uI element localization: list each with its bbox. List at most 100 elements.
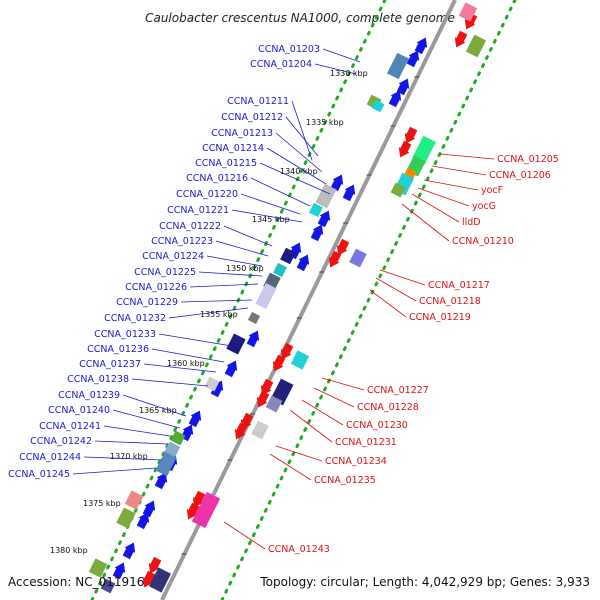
reverse-gene-block: [349, 248, 367, 268]
gene-label-forward: CCNA_01215: [195, 158, 257, 169]
leader-line: [240, 193, 301, 215]
leader-line: [314, 63, 357, 75]
kbp-tick-label: 1375 kbp: [83, 499, 121, 508]
forward-gene-arrow: [142, 500, 156, 518]
forward-gene-block: [88, 558, 108, 578]
leader-line: [375, 277, 417, 302]
leader-line: [122, 394, 187, 417]
gene-label-reverse: CCNA_01218: [419, 296, 481, 307]
gene-label-forward: CCNA_01203: [258, 44, 320, 55]
map-title: Caulobacter crescentus NA1000, complete …: [145, 11, 455, 25]
reverse-gene-arrow: [260, 378, 274, 396]
gene-label-reverse: yocF: [481, 185, 503, 196]
leader-line: [131, 378, 209, 387]
gene-label-reverse: yocG: [472, 201, 496, 212]
gene-label-reverse: CCNA_01219: [409, 312, 471, 323]
gene-label-forward: CCNA_01225: [134, 267, 196, 278]
forward-gene-arrow: [224, 360, 238, 378]
gene-label-forward: CCNA_01238: [67, 374, 129, 385]
reverse-gene-arrow: [272, 354, 286, 372]
forward-gene-arrow: [246, 330, 260, 348]
gene-label-reverse: CCNA_01230: [346, 420, 408, 431]
forward-gene-block: [100, 578, 116, 594]
reverse-gene-block: [251, 420, 269, 440]
forward-gene-block: [155, 451, 177, 477]
forward-gene-arrow: [154, 472, 168, 490]
leader-line: [423, 179, 479, 191]
gene-label-forward: CCNA_01204: [250, 59, 312, 70]
reverse-gene-arrow: [280, 342, 294, 360]
reverse-gene-block: [191, 491, 221, 529]
gene-label-forward: CCNA_01236: [87, 344, 149, 355]
gene-label-reverse: CCNA_01206: [489, 170, 551, 181]
gene-label-forward: CCNA_01242: [30, 436, 92, 447]
label-leaders: [72, 48, 495, 550]
leader-line: [266, 147, 327, 185]
leader-line: [285, 116, 319, 157]
kbp-tick-label: 1355 kbp: [200, 310, 238, 319]
leader-line: [143, 363, 217, 373]
reverse-gene-arrow: [404, 126, 418, 144]
leader-line: [321, 377, 365, 391]
leader-line: [417, 187, 470, 207]
forward-gene-block: [170, 430, 186, 446]
reverse-gene-arrow: [336, 238, 350, 256]
leader-line: [369, 289, 407, 318]
reverse-gene-arrow: [192, 490, 206, 508]
gene-features: [88, 2, 487, 594]
reverse-gene-arrow: [464, 12, 478, 30]
reverse-gene-block: [149, 567, 171, 593]
leader-line: [301, 399, 344, 426]
leader-line: [313, 387, 355, 408]
leader-line: [223, 225, 273, 247]
forward-gene-block: [116, 507, 136, 529]
accession-text: Accession: NC_011916: [8, 575, 144, 589]
leader-line: [83, 456, 163, 461]
gene-label-forward: CCNA_01223: [151, 236, 213, 247]
gene-label-forward: CCNA_01214: [202, 143, 264, 154]
kbp-tick-label: 1350 kbp: [226, 264, 264, 273]
gene-label-forward: CCNA_01229: [116, 297, 178, 308]
gene-label-forward: CCNA_01245: [8, 469, 70, 480]
leader-line: [401, 203, 450, 242]
kbp-tick-label: 1330 kbp: [330, 69, 368, 78]
leader-line: [72, 467, 157, 475]
gene-label-reverse: CCNA_01210: [452, 236, 514, 247]
reverse-gene-arrow: [186, 502, 200, 520]
leader-line: [275, 445, 323, 462]
gene-label-reverse: lldD: [462, 217, 481, 228]
forward-gene-arrow: [406, 50, 420, 68]
gene-label-reverse: CCNA_01234: [325, 456, 387, 467]
kbp-tick-label: 1345 kbp: [252, 215, 290, 224]
gene-label-forward: CCNA_01211: [227, 96, 289, 107]
forward-gene-arrow: [136, 512, 150, 530]
leader-line: [189, 283, 259, 288]
kbp-tick-label: 1380 kbp: [50, 546, 88, 555]
reverse-gene-block: [265, 395, 283, 413]
gene-label-forward: CCNA_01232: [104, 313, 166, 324]
gene-label-forward: CCNA_01213: [211, 128, 273, 139]
forward-gene-arrow: [342, 184, 356, 202]
leader-line: [275, 132, 323, 173]
leader-line: [411, 193, 460, 223]
forward-gene-block: [387, 52, 409, 80]
leader-line: [431, 165, 487, 176]
leader-line: [151, 348, 225, 363]
gene-label-forward: CCNA_01224: [142, 251, 204, 262]
leader-line: [168, 307, 249, 319]
forward-gene-block: [371, 99, 385, 113]
leader-line: [158, 333, 233, 347]
reverse-gene-arrow: [398, 140, 412, 158]
kbp-tick-label: 1335 kbp: [306, 118, 344, 127]
gene-label-reverse: CCNA_01228: [357, 402, 419, 413]
gene-label-reverse: CCNA_01227: [367, 385, 429, 396]
gene-label-forward: CCNA_01233: [94, 329, 156, 340]
leader-line: [259, 162, 331, 195]
gene-label-forward: CCNA_01221: [167, 205, 229, 216]
leader-line: [291, 100, 313, 161]
reverse-gene-arrow: [256, 390, 270, 408]
gene-label-reverse: CCNA_01235: [314, 475, 376, 486]
forward-gene-arrow: [296, 254, 310, 272]
